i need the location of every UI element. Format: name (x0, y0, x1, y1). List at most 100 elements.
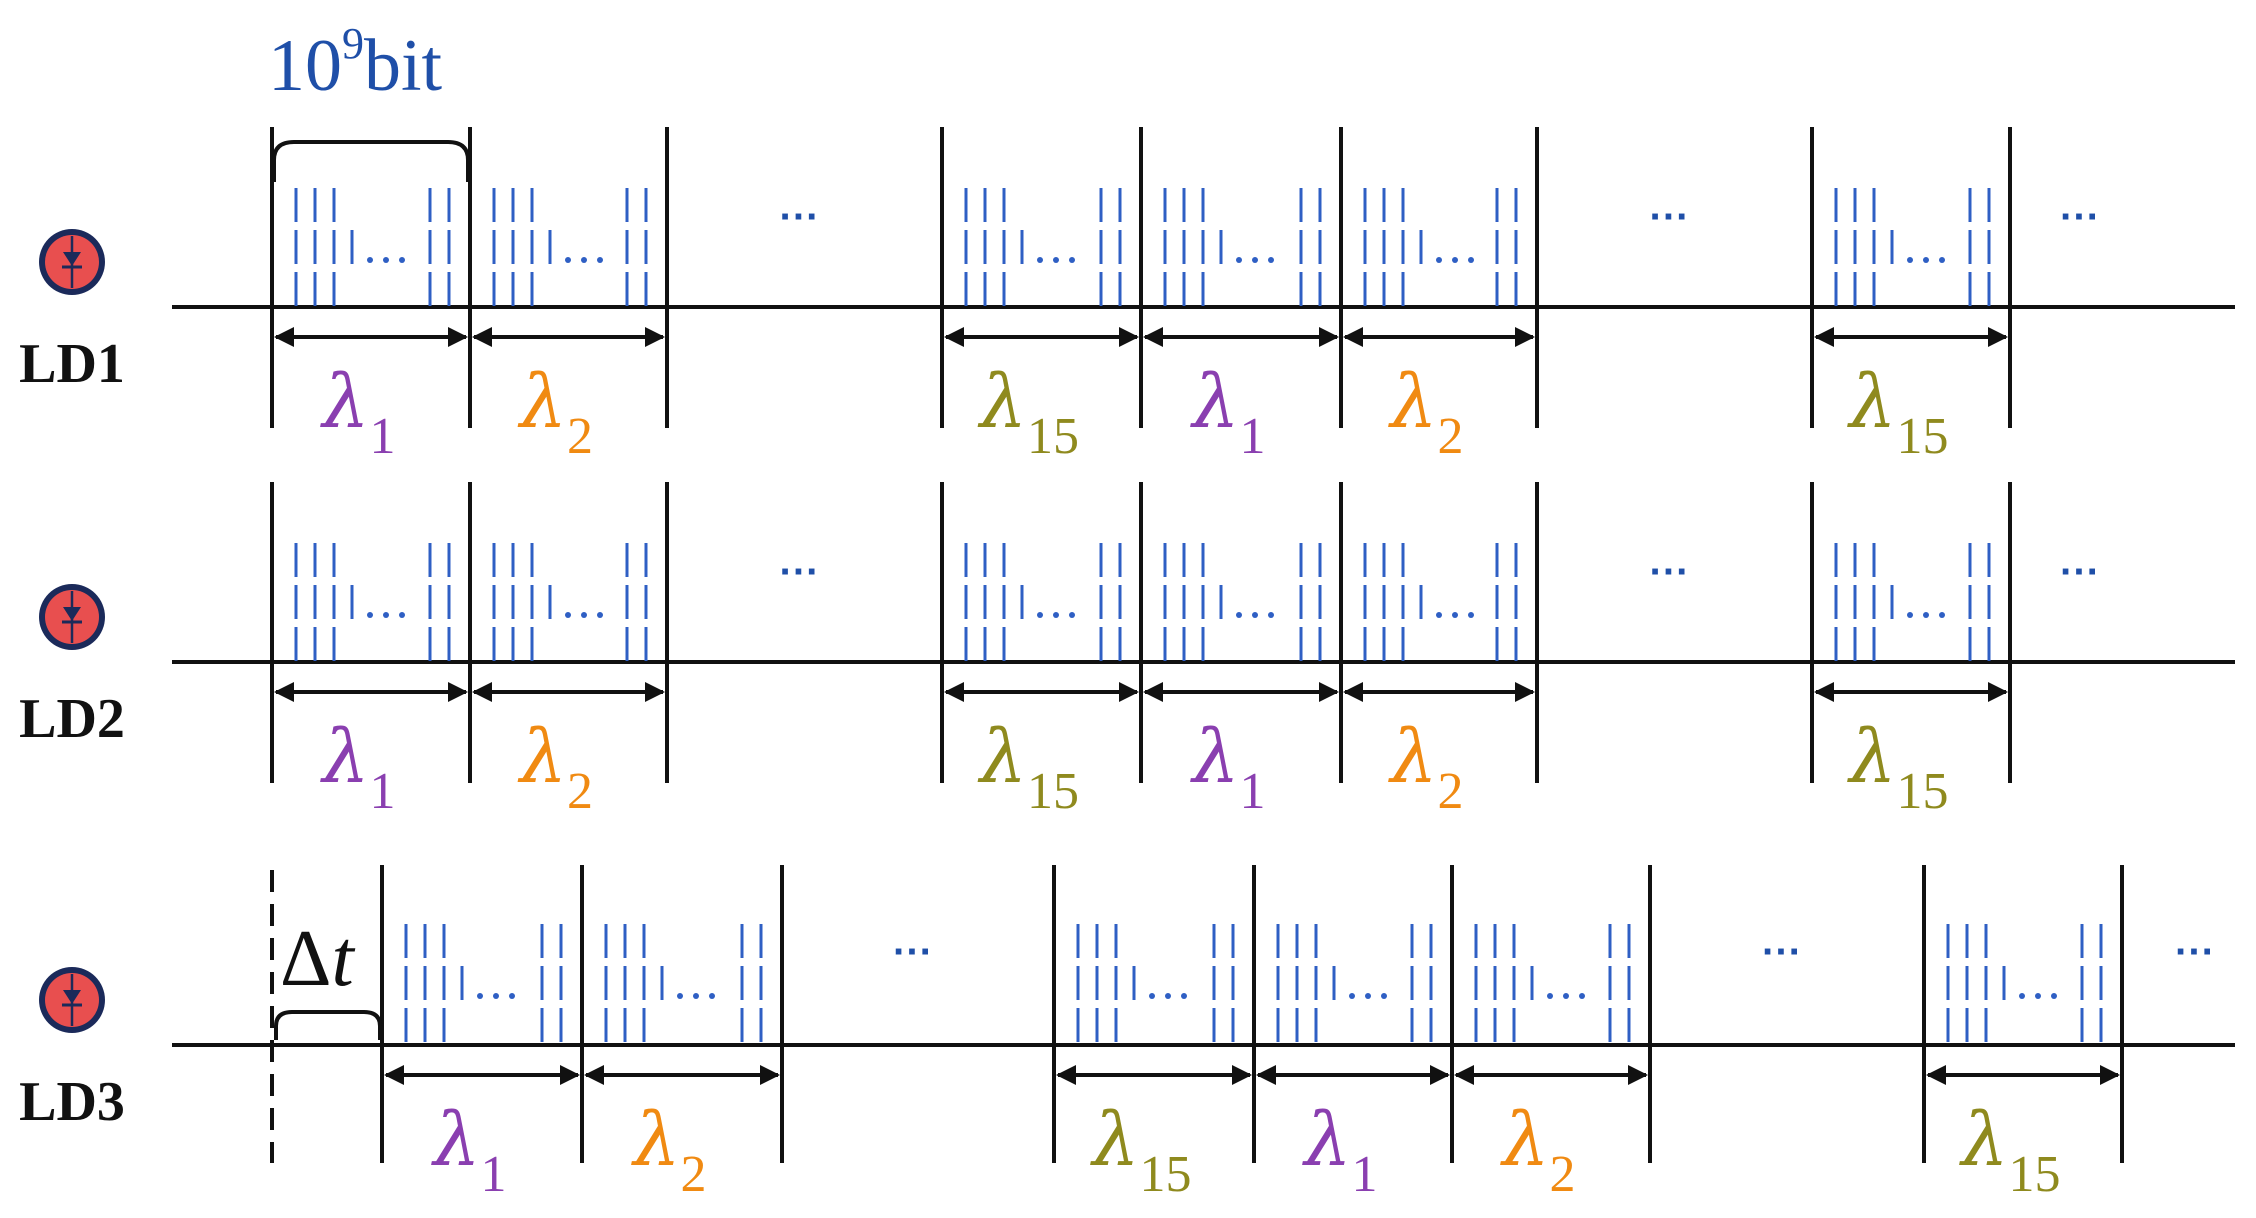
frame-1: λ1 (384, 924, 580, 1203)
wavelength-label: λ2 (1388, 359, 1464, 465)
wavelength-index: 2 (1549, 1146, 1575, 1203)
wavelength-symbol: λ (1302, 1097, 1352, 1183)
bit-ellipsis-dot (1436, 257, 1442, 263)
frame-2: λ2 (472, 543, 665, 820)
bit-ellipsis-dot (1923, 257, 1929, 263)
bit-ellipsis-dot (1452, 612, 1458, 618)
wavelength-label: λ15 (1847, 359, 1949, 465)
wavelength-symbol: λ (1847, 359, 1897, 445)
bit-ellipsis-dot (1547, 993, 1553, 999)
wavelength-symbol: λ (977, 359, 1027, 445)
wavelength-label: λ15 (1959, 1097, 2061, 1203)
wavelength-index: 2 (680, 1146, 706, 1203)
bit-ellipsis-dot (1037, 257, 1043, 263)
bit-ellipsis-dot (1452, 257, 1458, 263)
frame-1: λ1 (274, 543, 468, 820)
wavelength-index: 2 (567, 763, 593, 820)
wavelength-symbol: λ (631, 1097, 681, 1183)
bit-ellipsis-dot (1349, 993, 1355, 999)
bit-ellipsis-dot (1069, 612, 1075, 618)
bit-ellipsis-dot (581, 612, 587, 618)
bit-ellipsis-dot (1436, 612, 1442, 618)
wavelength-index: 15 (1139, 1146, 1191, 1203)
delay-brace (274, 1010, 382, 1040)
wavelength-label: λ1 (320, 714, 396, 820)
wavelength-index: 1 (1239, 408, 1265, 465)
bit-ellipsis-dot (1923, 612, 1929, 618)
bit-ellipsis-dot (1268, 257, 1274, 263)
bit-ellipsis-dot (399, 612, 405, 618)
wavelength-symbol: λ (1190, 359, 1240, 445)
wavelength-symbol: λ (517, 714, 567, 800)
wavelength-label: λ1 (320, 359, 396, 465)
wavelength-index: 2 (1437, 763, 1463, 820)
wavelength-label: λ1 (1190, 359, 1266, 465)
bit-ellipsis-dot (493, 993, 499, 999)
wavelength-label: λ1 (1302, 1097, 1378, 1203)
bit-ellipsis-dot (367, 257, 373, 263)
title-exponent: 9 (342, 19, 364, 68)
title-unit: bit (364, 25, 443, 107)
wavelength-label: λ1 (431, 1097, 507, 1203)
bit-ellipsis-dot (2051, 993, 2057, 999)
bit-ellipsis-dot (383, 612, 389, 618)
ellipsis: ··· (2060, 550, 2100, 594)
wavelength-index: 15 (1896, 408, 1948, 465)
bit-ellipsis-dot (1381, 993, 1387, 999)
bit-ellipsis-dot (677, 993, 683, 999)
bit-ellipsis-dot (565, 612, 571, 618)
wavelength-symbol: λ (1388, 714, 1438, 800)
wavelength-index: 2 (1437, 408, 1463, 465)
wavelength-label: λ15 (977, 714, 1079, 820)
wavelength-index: 15 (1027, 763, 1079, 820)
bit-ellipsis-dot (1468, 612, 1474, 618)
laser-label: LD2 (19, 688, 125, 750)
wavelength-label: λ1 (1190, 714, 1266, 820)
laser-diode-icon (39, 967, 105, 1033)
bit-ellipsis-dot (1252, 612, 1258, 618)
bit-ellipsis-dot (2035, 993, 2041, 999)
wavelength-symbol: λ (1959, 1097, 2009, 1183)
frame-1: λ1 (274, 188, 468, 465)
bit-ellipsis-dot (1907, 612, 1913, 618)
frame-1: λ1 (1143, 543, 1339, 820)
frame-15: λ15 (1814, 188, 2008, 465)
wavelength-index: 2 (567, 408, 593, 465)
ellipsis: ··· (893, 930, 933, 974)
wavelength-index: 15 (1896, 763, 1948, 820)
frame-2: λ2 (1343, 188, 1535, 465)
wavelength-label: λ2 (517, 714, 593, 820)
bit-ellipsis-dot (1165, 993, 1171, 999)
delay-variable: t (331, 915, 355, 1003)
bit-ellipsis-dot (1053, 612, 1059, 618)
title-base: 10 (268, 25, 342, 107)
bit-ellipsis-dot (1236, 257, 1242, 263)
ellipsis: ··· (780, 195, 820, 239)
ellipsis: ··· (1650, 550, 1690, 594)
laser-diode-icon (39, 584, 105, 650)
frame-15: λ15 (1056, 924, 1252, 1203)
bit-ellipsis-dot (399, 257, 405, 263)
delay-label: Δt (280, 915, 355, 1003)
bit-ellipsis-dot (2019, 993, 2025, 999)
frame-1: λ1 (1143, 188, 1339, 465)
bit-ellipsis-dot (709, 993, 715, 999)
laser-label: LD1 (19, 333, 125, 395)
wavelength-symbol: λ (431, 1097, 481, 1183)
frame-2: λ2 (1454, 924, 1648, 1203)
bit-ellipsis-dot (1236, 612, 1242, 618)
wavelength-label: λ2 (1388, 714, 1464, 820)
wavelength-symbol: λ (1388, 359, 1438, 445)
frame-2: λ2 (1343, 543, 1535, 820)
wavelength-label: λ15 (1090, 1097, 1192, 1203)
bit-ellipsis-dot (477, 993, 483, 999)
bit-ellipsis-dot (367, 612, 373, 618)
wavelength-symbol: λ (517, 359, 567, 445)
brace-path (272, 140, 470, 182)
ellipsis: ··· (2175, 930, 2215, 974)
bit-ellipsis-dot (1037, 612, 1043, 618)
wavelength-label: λ2 (517, 359, 593, 465)
